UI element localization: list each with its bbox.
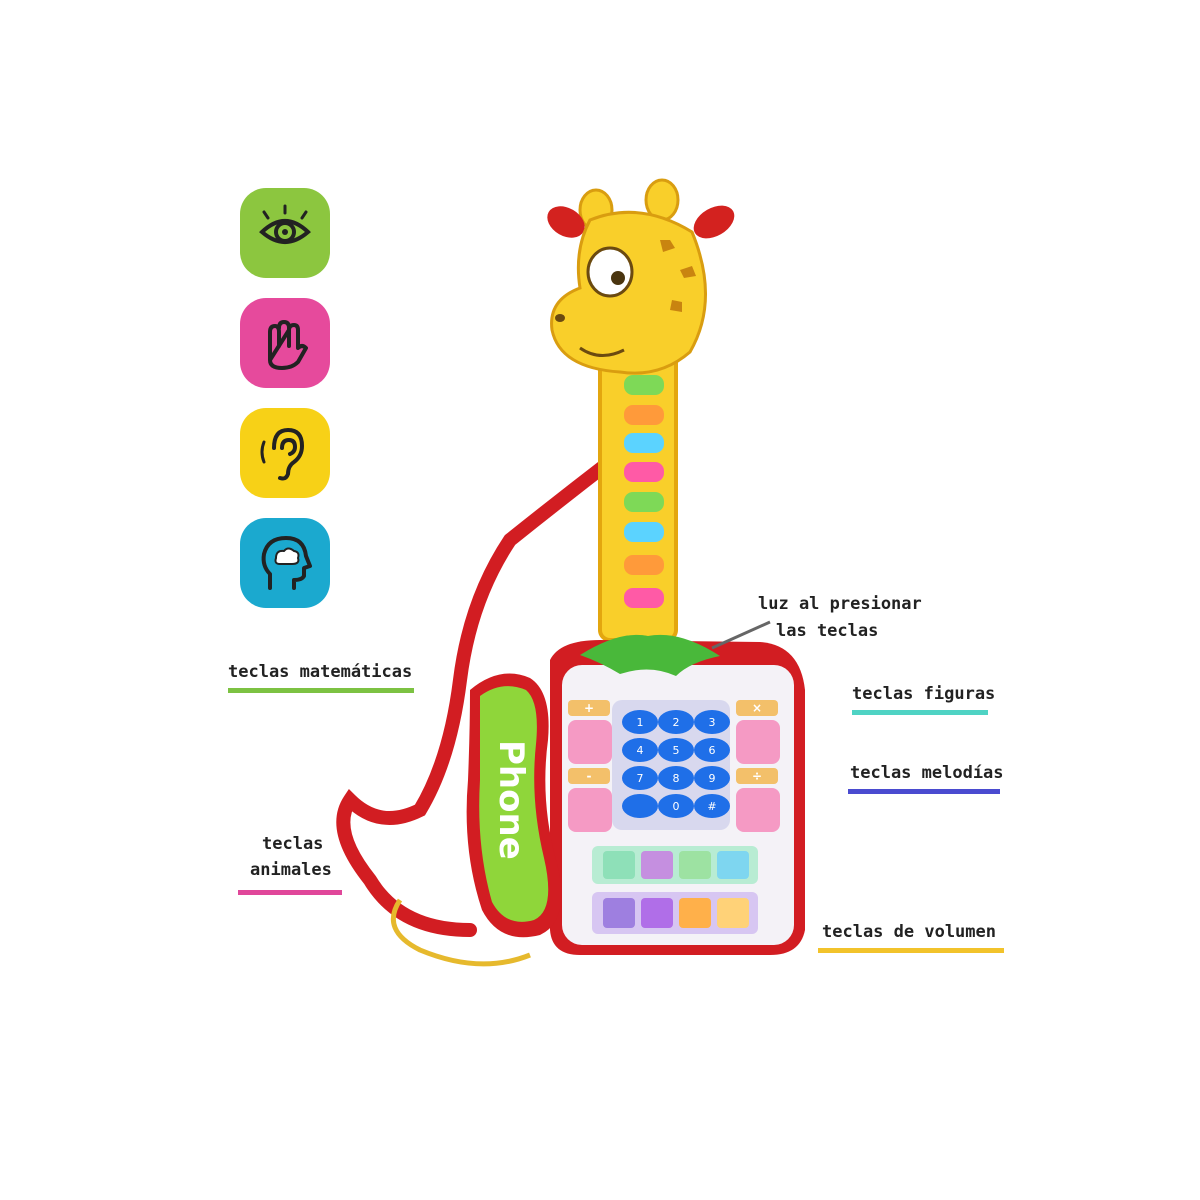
thinking-badge [240,518,330,608]
shape-keys [603,851,749,879]
svg-text:6: 6 [709,744,716,757]
leaf-top [580,634,720,676]
shape-keys-label: teclas figuras [852,684,996,704]
hand-icon [268,320,308,370]
svg-text:4: 4 [637,744,644,757]
head-thought-icon [261,536,312,590]
light-label-line2: las teclas [776,621,879,641]
shape-keys-bar [852,710,988,715]
melody-volume-keys [603,898,749,928]
melody-keys-bar [848,789,1000,794]
svg-text:×: × [752,701,762,715]
number-keys [622,710,730,818]
svg-text:5: 5 [673,744,680,757]
eye-icon [259,204,311,244]
sight-badge [240,188,330,278]
handset-label: Phone [491,740,531,860]
neck-keys [624,375,664,608]
volume-keys-bar [818,948,1004,953]
svg-text:0: 0 [673,800,680,813]
svg-text:1: 1 [637,716,644,729]
svg-text:2: 2 [673,716,680,729]
math-keys [568,700,778,784]
svg-text:÷: ÷ [752,769,762,783]
svg-text:8: 8 [673,772,680,785]
svg-text:+: + [584,701,594,715]
svg-text:9: 9 [709,772,716,785]
giraffe-head [547,178,735,375]
animal-keys-label-line2: animales [250,860,332,880]
touch-badge [240,298,330,388]
svg-text:#: # [707,800,716,813]
number-key-labels: 1 2 3 4 5 6 7 8 9 0 # [637,716,717,813]
volume-keys-label: teclas de volumen [822,922,996,942]
pointer-line [711,620,771,650]
svg-text:3: 3 [709,716,716,729]
strap [336,453,619,937]
math-key-labels: + - × ÷ [584,701,762,783]
light-label-line1: luz al presionar [758,594,922,614]
animal-keys-label-line1: teclas [262,834,324,854]
cord [390,898,531,967]
melody-keys-label: teclas melodías [850,763,1004,783]
svg-text:7: 7 [637,772,644,785]
svg-text:-: - [587,769,592,783]
animal-keys-bar [238,890,342,895]
animal-keys [568,720,780,832]
phone-handset: Phone [466,673,562,938]
math-keys-bar [228,688,414,693]
hearing-badge [240,408,330,498]
math-keys-label: teclas matemáticas [228,662,413,682]
ear-icon [260,427,305,481]
